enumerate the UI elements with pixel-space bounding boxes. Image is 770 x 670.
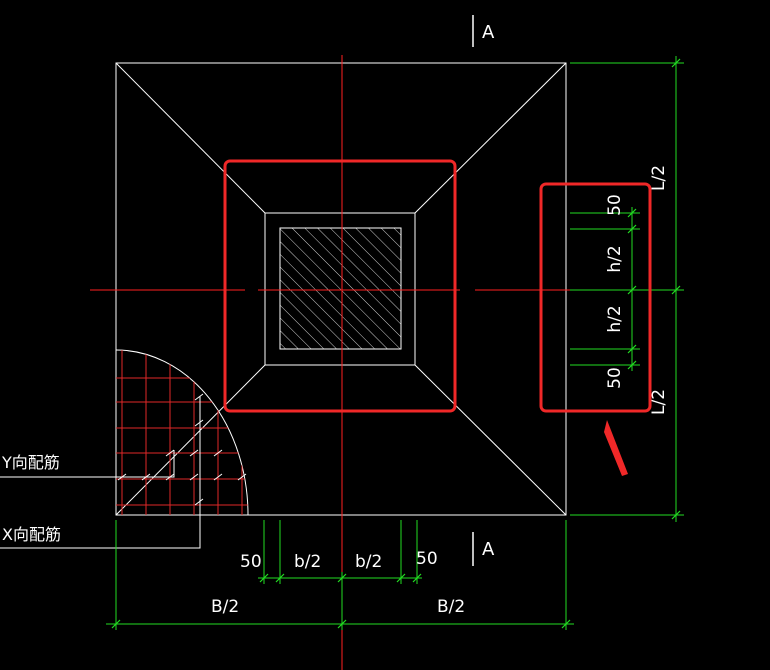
section-label-top: A <box>482 22 495 43</box>
detail-arc <box>115 349 249 516</box>
red-arrow-icon <box>600 420 628 476</box>
dim-h-half-top: h/2 <box>605 245 625 272</box>
dim-L-half-bottom: L/2 <box>649 389 669 415</box>
section-mark-top: A <box>472 15 495 47</box>
dim-top-cover: 50 <box>605 194 625 216</box>
column-section <box>279 227 402 350</box>
rebar-detail <box>115 349 249 516</box>
slope-line-bottom-left <box>115 364 266 516</box>
bottom-dimension-lines <box>106 520 574 630</box>
footing-boundary <box>115 62 567 516</box>
dim-L-half-top: L/2 <box>649 165 669 191</box>
pedestal-outline <box>264 212 416 366</box>
right-dimension-ticks <box>627 58 681 520</box>
right-dimension-labels: L/2 L/2 50 h/2 h/2 50 <box>605 165 669 415</box>
slope-line-top-right <box>414 62 567 214</box>
rebar-grid <box>116 350 248 515</box>
slope-line-top-left <box>115 62 266 214</box>
dim-h-half-bottom: h/2 <box>605 305 625 332</box>
y-rebar-label: Y向配筋 <box>1 453 60 472</box>
x-rebar-label: X向配筋 <box>2 525 61 544</box>
x-rebar-leader <box>0 396 201 549</box>
bottom-dimension-ticks <box>111 573 571 629</box>
rebar-leaders <box>0 396 201 549</box>
dim-B-half-right: B/2 <box>437 597 465 617</box>
rebar-labels: Y向配筋 X向配筋 <box>1 453 61 544</box>
highlight-annotations <box>223 159 652 413</box>
footing-outline <box>115 62 567 516</box>
dim-right-cover: 50 <box>416 549 438 569</box>
highlight-box-dimensions <box>539 182 652 413</box>
right-dimension-lines <box>570 56 684 522</box>
dim-b-half-right: b/2 <box>355 552 382 572</box>
center-lines <box>90 55 580 670</box>
highlight-box-pedestal <box>223 159 457 413</box>
dim-left-cover: 50 <box>240 552 262 572</box>
bottom-dimension-labels: 50 b/2 b/2 50 B/2 B/2 <box>211 549 465 617</box>
dim-B-half-left: B/2 <box>211 597 239 617</box>
slope-line-bottom-right <box>414 364 567 516</box>
dim-b-half-left: b/2 <box>294 552 321 572</box>
section-label-bottom: A <box>482 539 495 560</box>
y-rebar-leader <box>0 450 175 478</box>
section-mark-bottom: A <box>472 532 495 566</box>
dim-bottom-cover: 50 <box>605 367 625 389</box>
